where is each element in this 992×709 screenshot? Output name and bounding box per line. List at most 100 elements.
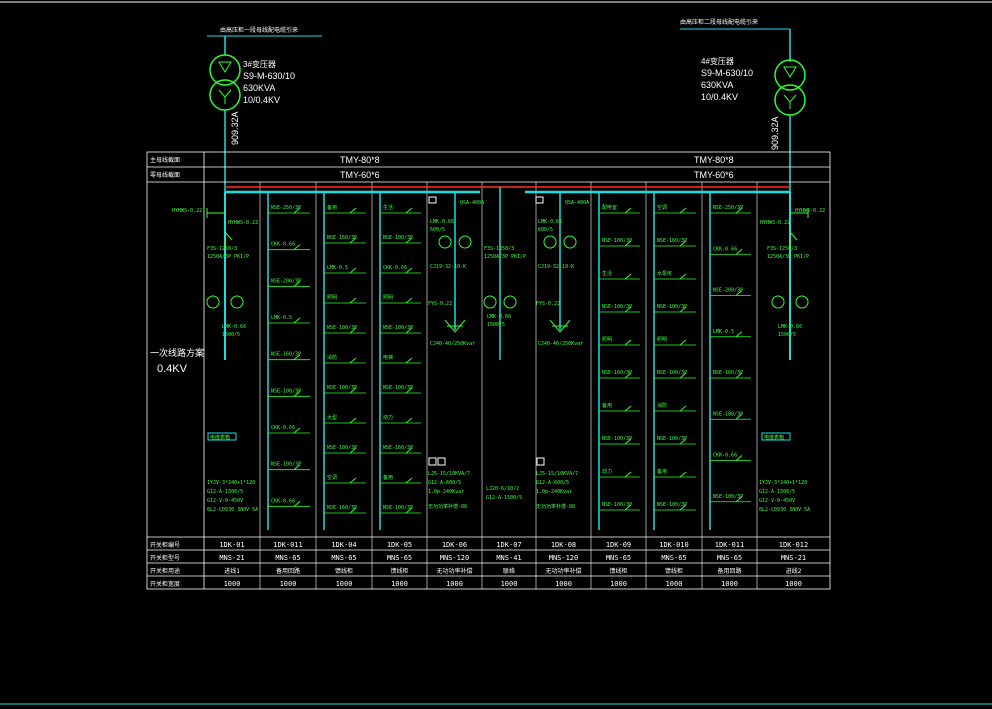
capacitor-left-arrester: FYS-0.22 bbox=[428, 301, 452, 307]
cabinet-no-cell: 1DK-07 bbox=[496, 541, 521, 549]
breaker-icon bbox=[405, 207, 413, 214]
cabinet-model-cell: MNS-65 bbox=[275, 554, 300, 562]
capacitor-left-contactor: CJ19-32-10-K bbox=[430, 264, 466, 270]
main-busbar-right-spec: TMY-80*8 bbox=[694, 155, 734, 165]
feeder-label: 生活 bbox=[602, 270, 612, 277]
incomer-right-ct-ratio: 1500/5 bbox=[778, 332, 796, 338]
cabinet-width-cell: 1000 bbox=[280, 580, 297, 588]
capacitor-left-meter: LJ5-15/10KVA/7 bbox=[428, 471, 470, 477]
capacitor-right-note: 无功功率补偿-88 bbox=[536, 503, 575, 510]
cabinet-model-cell: MNS-120 bbox=[549, 554, 579, 562]
incomer-right-ct: LMK-0.66 bbox=[778, 324, 802, 330]
cabinet-use-cell: 备用回路 bbox=[717, 567, 741, 575]
neutral-busbar-label: 零母线截面 bbox=[150, 171, 180, 179]
tie-breaker: F3S-1250/3 bbox=[484, 246, 514, 252]
row-label-cabinet-model: 开关柜型号 bbox=[150, 554, 180, 562]
incomer-left-cable-4: 6L2-C0930 380V 5A bbox=[207, 507, 258, 513]
ct-icon bbox=[795, 295, 809, 309]
breaker-icon bbox=[735, 413, 743, 420]
incomer-left-cable-1: 1YJV-3*240+1*120 bbox=[207, 480, 255, 486]
feeder-label: 动力 bbox=[383, 414, 393, 421]
cabinet-model-cell: MNS-65 bbox=[606, 554, 631, 562]
feeder-label: 配电室 bbox=[602, 204, 617, 211]
cabinet-model-cell: MNS-65 bbox=[717, 554, 742, 562]
breaker-icon bbox=[624, 504, 632, 511]
cabinet-no-cell: 1DK-09 bbox=[606, 541, 631, 549]
breaker-icon bbox=[624, 405, 632, 412]
breaker-icon bbox=[349, 267, 357, 274]
right-transformer-name: 4#变压器 bbox=[701, 56, 734, 66]
breaker-icon bbox=[405, 507, 413, 514]
cabinet-model-cell: MNS-21 bbox=[219, 554, 244, 562]
feeder-label: LMK-0.5 bbox=[327, 265, 348, 271]
incomer-right: HYHWS-0.22 HYHWS-0.22 F3S-1250/3 1250A/3… bbox=[759, 192, 825, 513]
incomer-left-cable-2: G12-A-1500/5 bbox=[207, 489, 243, 495]
feeder-label: 备用 bbox=[657, 468, 667, 475]
incomer-left-cable-3: G12-V-0-450V bbox=[207, 498, 243, 504]
capacitor-left-ct: LMK-0.66 bbox=[430, 219, 454, 225]
breaker-icon bbox=[679, 273, 687, 280]
feeder-label: NSE-200/3P bbox=[271, 278, 301, 284]
incomer-right-cable-4: 6L2-C0930 380V 5A bbox=[759, 507, 810, 513]
feeder-label: CKK-0.66 bbox=[713, 453, 737, 459]
cabinet-no-cell: 1DK-011 bbox=[273, 541, 303, 549]
tie-cable-1: LJ20-6/10/2 bbox=[486, 486, 519, 492]
neutral-busbar-right-spec: TMY-60*6 bbox=[694, 170, 734, 180]
breaker-icon bbox=[624, 471, 632, 478]
scheme-label: 一次线路方案 bbox=[150, 347, 204, 358]
incomer-right-arrester: HYHWS-0.22 bbox=[795, 208, 825, 214]
incomer-left-meter-box bbox=[207, 432, 237, 441]
breaker-icon bbox=[789, 231, 798, 250]
incomer-right-cable-2: G12-A-1500/5 bbox=[759, 489, 795, 495]
breaker-icon bbox=[293, 207, 301, 214]
incomer-right-cable-1: 1YJV-3*240+1*120 bbox=[759, 480, 807, 486]
feeder-circuits: NSE-250/3P CKK-0.66 NSE-200/3P LMK-0.5NSE-1… bbox=[267, 192, 751, 530]
breaker-icon bbox=[405, 357, 413, 364]
cabinet-width-cell: 1000 bbox=[501, 580, 518, 588]
feeder-label: NSE-100/3P bbox=[602, 304, 632, 310]
breaker-icon bbox=[679, 372, 687, 379]
cabinet-use-cell: 馈线柜 bbox=[609, 567, 627, 575]
feeder-label: 电梯 bbox=[383, 354, 393, 361]
cabinet-info-cells: 1DK-01MNS-21进线110001DK-011MNS-65备用回路1000… bbox=[219, 541, 808, 588]
feeder-label: NSE-250/3P bbox=[713, 205, 743, 211]
cabinet-model-cell: MNS-21 bbox=[781, 554, 806, 562]
breaker-icon bbox=[293, 500, 301, 507]
feeder-label: NSE-160/3P bbox=[602, 370, 632, 376]
breaker-icon bbox=[349, 477, 357, 484]
breaker-icon bbox=[349, 447, 357, 454]
capacitor-right-top: QSA-400A bbox=[565, 200, 589, 206]
left-transformer-name: 3#变压器 bbox=[243, 59, 276, 69]
cabinet-use-cell: 馈线柜 bbox=[390, 567, 408, 575]
breaker-icon bbox=[679, 306, 687, 313]
feeder-label: 空调 bbox=[327, 474, 337, 481]
cabinet-no-cell: 1DK-012 bbox=[779, 541, 809, 549]
feeder-label: 水泵房 bbox=[657, 270, 672, 277]
scheme-voltage: 0.4KV bbox=[157, 363, 188, 375]
breaker-icon bbox=[624, 273, 632, 280]
breaker-icon bbox=[293, 354, 301, 361]
feeder-label: NSE-100/3P bbox=[657, 304, 687, 310]
feeder-label: CKK-0.66 bbox=[271, 425, 295, 431]
feeder-label: 备用 bbox=[327, 204, 337, 211]
feeder-label: NSE-100/3P bbox=[271, 388, 301, 394]
feeder-label: NSE-100/3P bbox=[713, 494, 743, 500]
breaker-icon bbox=[405, 237, 413, 244]
feeder-label: NSE-100/3P bbox=[713, 411, 743, 417]
breaker-icon bbox=[624, 438, 632, 445]
breaker-icon bbox=[624, 306, 632, 313]
capacitor-left-amp: G12-A-600/5 bbox=[428, 480, 461, 486]
feeder-label: NSE-100/3P bbox=[327, 445, 357, 451]
breaker-icon bbox=[293, 427, 301, 434]
capacitor-icon bbox=[444, 319, 466, 333]
incomer-right-meter-tag: 电度表箱 bbox=[764, 434, 784, 441]
breaker-icon bbox=[293, 280, 301, 287]
feeder-label: NSE-100/3P bbox=[271, 462, 301, 468]
capacitor-left-bank: CJ40-40/250Kvar bbox=[430, 341, 475, 347]
incomer-right-cable-3: G12-V-0-450V bbox=[759, 498, 795, 504]
breaker-icon bbox=[735, 248, 743, 255]
cabinet-model-cell: MNS-65 bbox=[331, 554, 356, 562]
capacitor-right-amp: G12-A-600/5 bbox=[536, 480, 569, 486]
capacitor-right-ratio: 600/5 bbox=[538, 227, 553, 233]
incomer-left-arrester-2: HYHWS-0.22 bbox=[228, 220, 258, 226]
